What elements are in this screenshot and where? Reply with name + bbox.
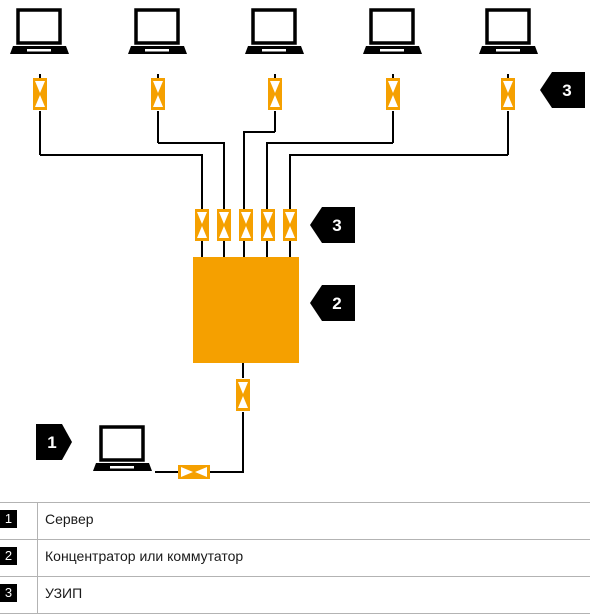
- laptop-icon: [243, 8, 306, 56]
- legend-row: 2 Концентратор или коммутатор: [0, 539, 590, 577]
- legend-row: 3 УЗИП: [0, 576, 590, 614]
- laptop-icon: [477, 8, 540, 56]
- svg-text:3: 3: [562, 81, 571, 100]
- surge-protector-icon: [195, 209, 209, 241]
- surge-protector-icon: [151, 78, 165, 110]
- surge-protector-icon: [386, 78, 400, 110]
- surge-protector-icon: [217, 209, 231, 241]
- legend-table: 1 Сервер 2 Концентратор или коммутатор 3…: [0, 502, 590, 614]
- surge-protector-icon: [261, 209, 275, 241]
- server-laptop-icon: [91, 425, 154, 473]
- laptop-icon: [8, 8, 71, 56]
- surge-protector-icon: [236, 379, 250, 411]
- legend-label: Концентратор или коммутатор: [45, 548, 244, 564]
- surge-protector-icon: [501, 78, 515, 110]
- surge-protector-icon: [283, 209, 297, 241]
- network-cables: [39, 74, 509, 473]
- surge-protector-icon: [239, 209, 253, 241]
- legend-row: 1 Сервер: [0, 502, 590, 540]
- legend-number-badge: 3: [0, 584, 17, 602]
- legend-label: Сервер: [45, 511, 94, 527]
- svg-text:1: 1: [47, 433, 56, 452]
- legend-number-badge: 1: [0, 510, 17, 528]
- surge-protector-icon: [268, 78, 282, 110]
- hub-switch-box: [193, 257, 299, 363]
- svg-text:3: 3: [332, 216, 341, 235]
- callout-hub: 2: [310, 285, 355, 321]
- callout-spd-middle: 3: [310, 207, 355, 243]
- surge-protector-icon: [178, 465, 210, 479]
- svg-text:2: 2: [332, 294, 341, 313]
- network-diagram: 1 2 3 3: [8, 8, 585, 479]
- legend-label: УЗИП: [45, 585, 83, 601]
- callout-spd-top: 3: [540, 72, 585, 108]
- legend-number-badge: 2: [0, 547, 17, 565]
- surge-protector-icon: [33, 78, 47, 110]
- laptop-icon: [126, 8, 189, 56]
- callout-server: 1: [36, 424, 72, 460]
- laptop-icon: [361, 8, 424, 56]
